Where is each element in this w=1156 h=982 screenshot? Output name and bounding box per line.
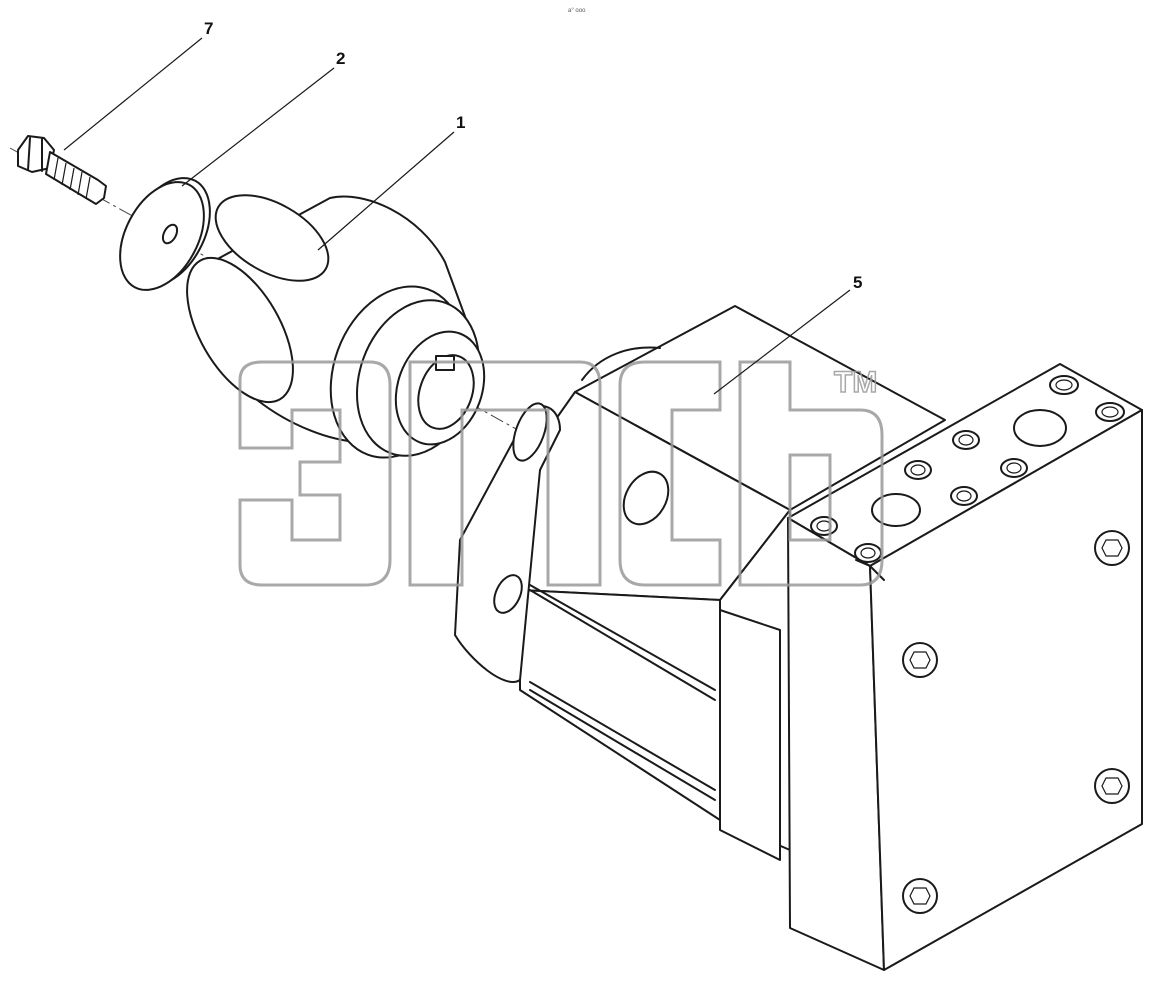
trademark-symbol: TM <box>834 366 877 399</box>
socket-screw <box>902 642 938 678</box>
hydraulic-motor-part <box>454 305 1143 971</box>
callout-5: 5 <box>713 273 862 395</box>
socket-screw <box>1094 530 1130 566</box>
callout-label: 1 <box>456 113 465 132</box>
socket-screw <box>1094 768 1130 804</box>
washer-part <box>119 177 211 291</box>
coupling-part <box>186 194 486 459</box>
callout-label: 5 <box>853 273 862 292</box>
watermark-logo: TM <box>238 360 884 587</box>
callout-label: 7 <box>204 19 213 38</box>
callout-1: 1 <box>317 113 465 251</box>
callout-7: 7 <box>63 19 213 151</box>
callout-label: 2 <box>336 49 345 68</box>
bolt-part <box>17 135 107 205</box>
callout-2: 2 <box>181 49 345 187</box>
header-mark: a° ooo <box>568 8 586 14</box>
socket-screw <box>902 878 938 914</box>
